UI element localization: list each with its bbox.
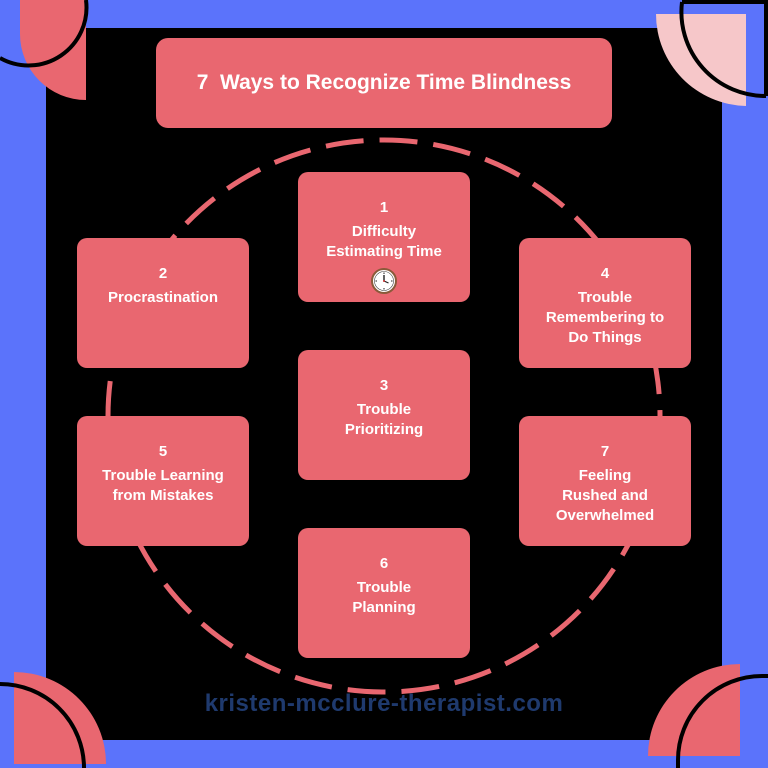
item-card-7: 7 Feeling Rushed and Overwhelmed <box>519 416 691 546</box>
top-left-corner-decoration <box>0 0 89 100</box>
item-number: 3 <box>379 377 389 394</box>
item-number: 7 <box>600 443 610 460</box>
item-label: Procrastination <box>107 289 219 306</box>
item-label: Trouble Learning from Mistakes <box>102 467 224 504</box>
top-right-corner-decoration <box>656 0 768 106</box>
title-banner: 7 Ways to Recognize Time Blindness <box>156 38 612 128</box>
bottom-left-corner-decoration <box>0 672 106 768</box>
item-label: Difficulty Estimating Time <box>326 223 442 260</box>
item-card-3: 3 Trouble Prioritizing <box>298 350 470 480</box>
item-card-4: 4 Trouble Remembering to Do Things <box>519 238 691 368</box>
item-label: Feeling Rushed and Overwhelmed <box>555 467 655 524</box>
item-number: 1 <box>379 199 389 216</box>
item-card-5: 5 Trouble Learning from Mistakes <box>77 416 249 546</box>
item-label: Trouble Planning <box>352 579 416 616</box>
page-title: 7 Ways to Recognize Time Blindness <box>196 71 572 94</box>
item-number: 4 <box>600 265 610 282</box>
item-label: Trouble Prioritizing <box>344 401 424 438</box>
item-number: 6 <box>379 555 389 572</box>
website-footer: kristen-mcclure-therapist.com <box>204 690 564 717</box>
item-label: Trouble Remembering to Do Things <box>545 289 665 346</box>
bottom-right-corner-decoration <box>648 664 768 768</box>
clock-icon <box>371 268 397 294</box>
item-card-2: 2 Procrastination <box>77 238 249 368</box>
item-card-1: 1 Difficulty Estimating Time <box>298 172 470 302</box>
item-card-6: 6 Trouble Planning <box>298 528 470 658</box>
item-number: 5 <box>158 443 168 460</box>
item-number: 2 <box>158 265 168 282</box>
